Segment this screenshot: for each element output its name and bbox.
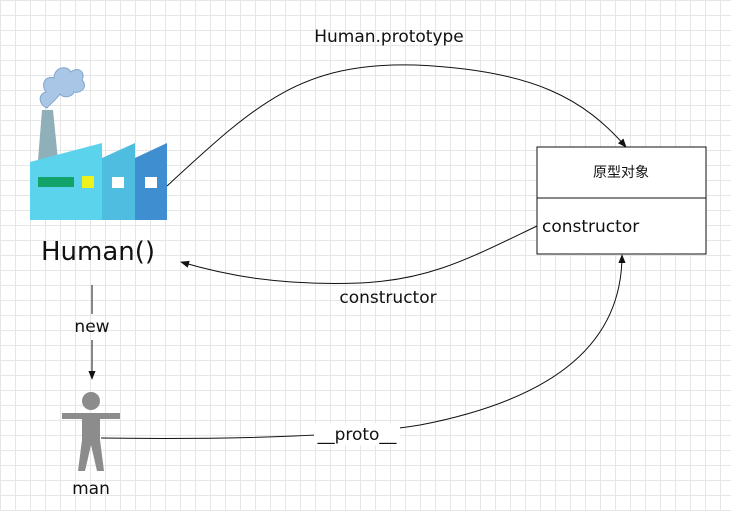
prototype-box-field: constructor — [542, 217, 639, 237]
factory-label: Human() — [41, 237, 155, 267]
prototype-edge-label: Human.prototype — [314, 27, 464, 47]
factory-icon — [30, 67, 167, 220]
constructor-edge — [180, 225, 538, 284]
proto-edge — [100, 254, 626, 439]
prototype-object-box: 原型对象 constructor — [536, 146, 707, 255]
proto-edge-label: __proto__ — [317, 425, 397, 445]
person-label: man — [72, 479, 110, 499]
constructor-edge-label: constructor — [339, 288, 436, 308]
prototype-box-title: 原型对象 — [593, 165, 649, 181]
prototype-edge — [166, 64, 627, 187]
new-edge-label: new — [74, 317, 109, 337]
proto-edge-label-bg — [314, 423, 400, 445]
person-icon — [62, 392, 120, 471]
